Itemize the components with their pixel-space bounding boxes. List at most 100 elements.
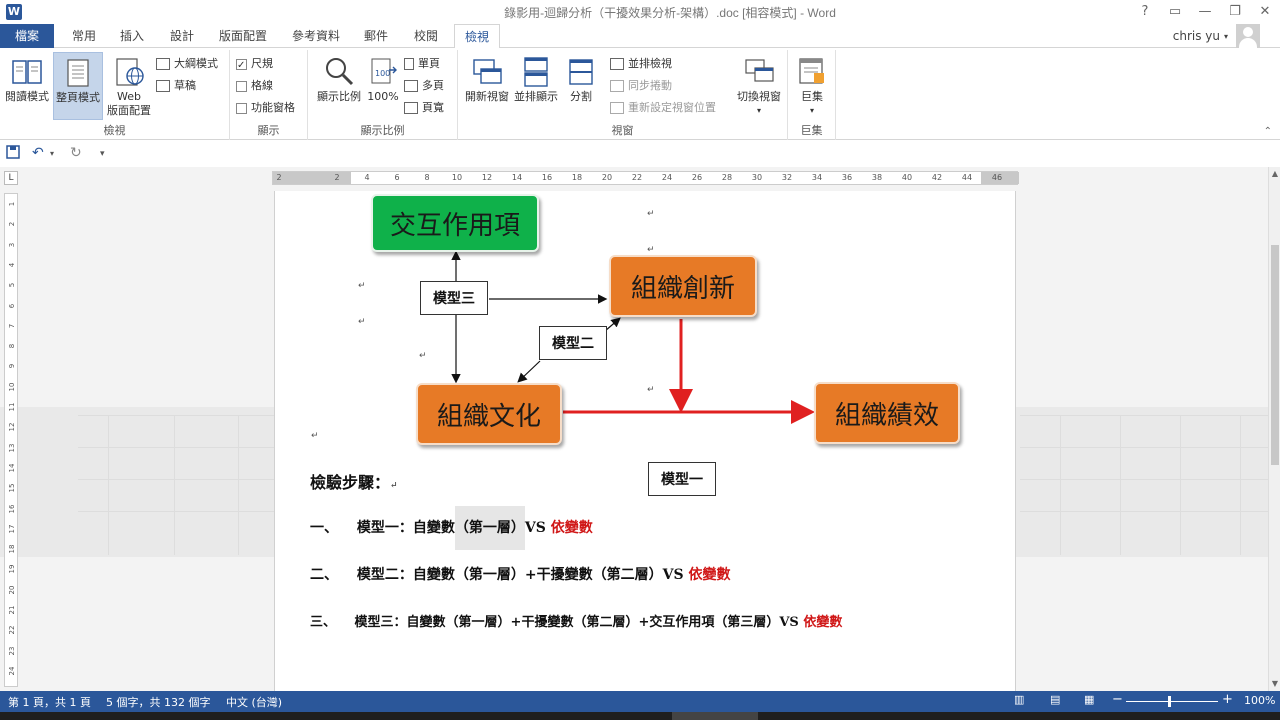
print-layout-button[interactable]: 整頁模式 [53, 52, 103, 120]
customize-qat-icon[interactable]: ▾ [100, 149, 105, 159]
tab-home[interactable]: 常用 [71, 29, 96, 43]
background-grid-left [78, 415, 274, 555]
zoom-100-button[interactable]: 100 100% [366, 52, 400, 120]
step-1-line[interactable]: 一、 模型一：自變數（第一層）VS 依變數 [310, 506, 593, 550]
zoom-in-button[interactable]: + [1222, 692, 1233, 707]
node-innovation[interactable]: 組織創新 [609, 255, 757, 317]
paragraph-mark: ↵ [358, 317, 366, 327]
scroll-down-icon[interactable]: ▼ [1271, 679, 1279, 688]
tab-layout[interactable]: 版面配置 [218, 29, 267, 43]
gridlines-checkbox[interactable]: 格線 [236, 76, 273, 96]
print-layout-label: 整頁模式 [56, 91, 100, 104]
taskbar-item[interactable] [672, 712, 758, 720]
arrange-all-icon [520, 56, 552, 88]
side-by-side-button[interactable]: 並排檢視 [610, 54, 672, 74]
avatar[interactable] [1236, 24, 1260, 48]
tab-mailings[interactable]: 郵件 [363, 29, 388, 43]
web-layout-view-icon[interactable]: ▦ [1084, 693, 1095, 706]
zoom-slider-knob[interactable] [1168, 696, 1171, 707]
document-page[interactable]: 交互作用項 組織創新 組織文化 組織績效 模型三 模型二 模型一 ↵ ↵ ↵ ↵… [274, 191, 1016, 691]
macros-button[interactable]: 巨集 ▾ [792, 52, 832, 120]
zoom-level[interactable]: 100% [1244, 694, 1276, 707]
user-account[interactable]: chris yu ▾ [1173, 24, 1260, 48]
read-mode-button[interactable]: 閱讀模式 [2, 52, 52, 120]
one-page-label: 單頁 [418, 57, 440, 70]
web-layout-label-1: Web [117, 90, 141, 103]
model1-box[interactable]: 模型一 [648, 462, 716, 496]
group-macros: 巨集 ▾ 巨集 [788, 50, 836, 140]
node-interaction[interactable]: 交互作用項 [371, 194, 539, 252]
switch-windows-button[interactable]: 切換視窗 ▾ [732, 52, 786, 120]
model2-box[interactable]: 模型二 [539, 326, 607, 360]
restore-button[interactable]: ❐ [1229, 4, 1241, 19]
page-count[interactable]: 第 1 頁，共 1 頁 [8, 696, 91, 709]
draft-button[interactable]: 草稿 [156, 76, 196, 96]
page-width-button[interactable]: 頁寬 [404, 98, 444, 118]
node-performance[interactable]: 組織績效 [814, 382, 960, 444]
close-button[interactable]: ✕ [1259, 4, 1271, 19]
new-window-button[interactable]: 開新視窗 [460, 52, 514, 120]
zoom-button[interactable]: 顯示比例 [312, 52, 366, 120]
vertical-scrollbar[interactable]: ▲ ▼ [1268, 167, 1280, 691]
step-2-line[interactable]: 二、 模型二：自變數（第一層）+干擾變數（第二層）VS 依變數 [310, 564, 730, 584]
macros-dropdown-icon: ▾ [809, 106, 814, 115]
macros-label: 巨集 [801, 90, 823, 103]
one-page-icon [404, 58, 414, 70]
save-icon[interactable] [6, 145, 20, 163]
web-layout-button[interactable]: Web 版面配置 [104, 52, 154, 120]
undo-dropdown-icon[interactable]: ▾ [50, 149, 55, 158]
reset-position-button[interactable]: 重新設定視窗位置 [610, 98, 716, 118]
collapse-ribbon-icon[interactable]: ⌃ [1263, 126, 1272, 137]
ruler-tick-label: 20 [601, 173, 613, 182]
zoom-slider[interactable] [1126, 701, 1218, 702]
paragraph-mark: ↵ [647, 385, 655, 395]
tab-selector[interactable]: L [4, 171, 18, 185]
model3-box[interactable]: 模型三 [420, 281, 488, 315]
split-button[interactable]: 分割 [562, 52, 600, 120]
node-interaction-label: 交互作用項 [389, 210, 520, 241]
tab-references[interactable]: 參考資料 [291, 29, 340, 43]
word-logo-icon[interactable]: W [6, 4, 22, 20]
sync-scroll-button[interactable]: 同步捲動 [610, 76, 672, 96]
step-3-line[interactable]: 三、 模型三：自變數（第一層）+干擾變數（第二層）+交互作用項（第三層）VS 依… [310, 611, 842, 630]
one-page-button[interactable]: 單頁 [404, 54, 440, 74]
steps-heading[interactable]: 檢驗步驟：↵ [310, 469, 398, 493]
ribbon: 閱讀模式 整頁模式 Web 版面配置 大綱模式 草稿 [0, 48, 1280, 140]
tab-file[interactable]: 檔案 [0, 24, 54, 48]
print-layout-view-icon[interactable]: ▤ [1050, 693, 1061, 706]
read-mode-view-icon[interactable]: ▥ [1014, 693, 1025, 706]
arrange-all-button[interactable]: 並排顯示 [512, 52, 560, 120]
word-count[interactable]: 5 個字，共 132 個字 [106, 696, 211, 709]
ruler-tick-label: 14 [8, 463, 16, 473]
step-1-number: 一、 [310, 520, 338, 536]
redo-icon[interactable]: ↻ [70, 145, 82, 161]
ruler-tick-label: 3 [8, 242, 16, 247]
ruler-checkbox[interactable]: 尺規 [236, 54, 273, 76]
group-window: 開新視窗 並排顯示 分割 並排檢視 同步捲動 [458, 50, 788, 140]
ruler-tick-label: 24 [8, 666, 16, 676]
tab-insert[interactable]: 插入 [119, 29, 144, 43]
ribbon-display-options-icon[interactable]: ▭ [1168, 4, 1182, 19]
help-icon[interactable]: ? [1141, 4, 1149, 19]
outline-button[interactable]: 大綱模式 [156, 54, 218, 74]
steps-heading-text: 檢驗步驟： [310, 473, 391, 492]
undo-icon[interactable]: ↶ [32, 145, 44, 161]
ruler-tick-label: 10 [451, 173, 463, 182]
user-name: chris yu [1172, 29, 1220, 43]
tab-design[interactable]: 設計 [169, 29, 194, 43]
scroll-up-icon[interactable]: ▲ [1271, 169, 1279, 178]
scroll-thumb[interactable] [1271, 245, 1279, 465]
language[interactable]: 中文 (台灣) [226, 696, 283, 709]
user-dropdown-icon[interactable]: ▾ [1223, 31, 1228, 41]
tab-view[interactable]: 檢視 [454, 24, 500, 49]
nav-pane-checkbox[interactable]: 功能窗格 [236, 98, 295, 118]
tab-review[interactable]: 校閱 [413, 29, 438, 43]
zoom-out-button[interactable]: − [1112, 692, 1123, 707]
node-culture[interactable]: 組織文化 [416, 383, 562, 445]
group-window-label: 視窗 [611, 124, 634, 137]
minimize-button[interactable]: — [1198, 4, 1212, 19]
multi-page-button[interactable]: 多頁 [404, 76, 444, 96]
status-bar: 第 1 頁，共 1 頁 5 個字，共 132 個字 中文 (台灣) ▥ ▤ ▦ … [0, 691, 1280, 712]
